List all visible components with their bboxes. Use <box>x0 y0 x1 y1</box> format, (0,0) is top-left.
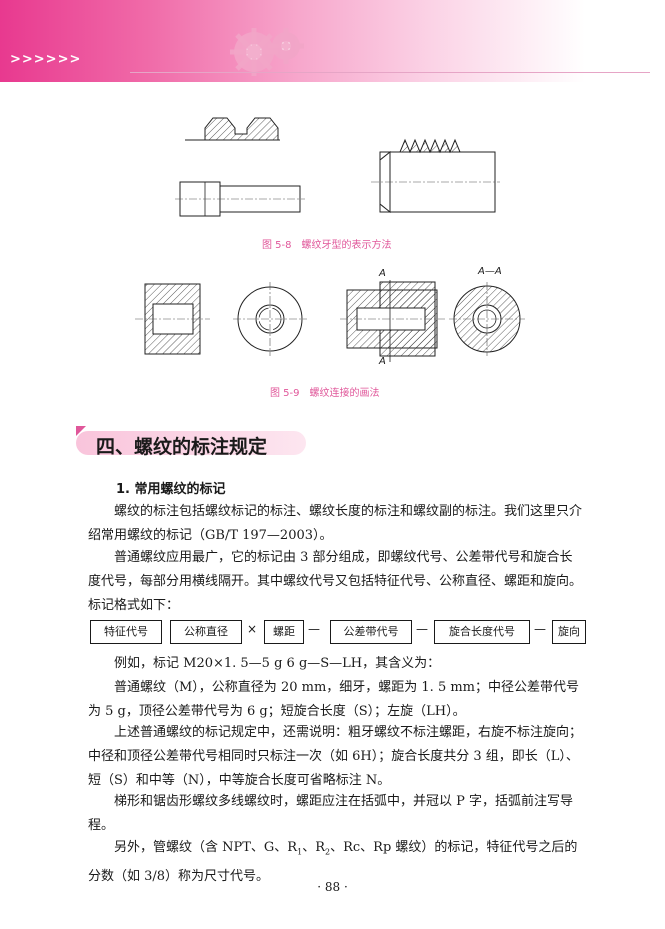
section-label-a-a: A—A <box>478 266 502 277</box>
paragraph-7-sub-2: 2 <box>325 847 331 857</box>
paragraph-7-text-c: 、Rc、Rp 螺纹）的标记，特征代号之后的分数（如 3/8）称为尺寸代号。 <box>88 840 578 884</box>
format-times: × <box>247 622 258 636</box>
format-dash-1: — <box>308 622 320 636</box>
format-box-tolerance: 公差带代号 <box>330 620 412 644</box>
gears-icon <box>230 28 304 76</box>
figure-5-8-caption: 图 5-8 螺纹牙型的表示方法 <box>262 240 392 251</box>
header-band <box>0 0 665 82</box>
format-dash-2: — <box>416 622 428 636</box>
paragraph-1: 螺纹的标注包括螺纹标记的标注、螺纹长度的标注和螺纹副的标注。我们这里只介绍常用螺… <box>88 500 584 548</box>
format-box-nominal-diameter: 公称直径 <box>170 620 242 644</box>
paragraph-7-sub-1: 1 <box>297 847 303 857</box>
section-heading-band <box>76 431 306 455</box>
section-title: 四、螺纹的标注规定 <box>96 436 268 458</box>
subsection-title: 1. 常用螺纹的标记 <box>116 482 226 497</box>
paragraph-4: 普通螺纹（M），公称直径为 20 mm，细牙，螺距为 1. 5 mm；中径公差带… <box>88 676 584 724</box>
paragraph-3-text: 例如，标记 M20×1. 5—5 g 6 g—S—LH，其含义为： <box>114 656 441 671</box>
header-chevrons: >>>>>> <box>10 52 82 67</box>
section-mark-left-top: A <box>379 268 386 279</box>
paragraph-7-text-a: 另外，管螺纹（含 NPT、G、R <box>114 840 298 855</box>
paragraph-5-text: 上述普通螺纹的标记规定中，还需说明：粗牙螺纹不标注螺距，右旋不标注旋向；中径和顶… <box>88 725 583 788</box>
paragraph-7: 另外，管螺纹（含 NPT、G、R1、R2、Rc、Rp 螺纹）的标记，特征代号之后… <box>88 836 584 889</box>
header-rule <box>130 72 650 73</box>
paragraph-6-text: 梯形和锯齿形螺纹多线螺纹时，螺距应注在括弧中，并冠以 P 字，括弧前注写导程。 <box>88 794 574 833</box>
format-box-direction: 旋向 <box>552 620 586 644</box>
format-box-feature-code: 特征代号 <box>90 620 162 644</box>
paragraph-7-text-b: 、R <box>302 840 325 855</box>
paragraph-6: 梯形和锯齿形螺纹多线螺纹时，螺距应注在括弧中，并冠以 P 字，括弧前注写导程。 <box>88 790 584 838</box>
format-box-pitch: 螺距 <box>264 620 304 644</box>
paragraph-5: 上述普通螺纹的标记规定中，还需说明：粗牙螺纹不标注螺距，右旋不标注旋向；中径和顶… <box>88 721 584 793</box>
format-dash-3: — <box>534 622 546 636</box>
marking-format: 特征代号 公称直径 × 螺距 — 公差带代号 — 旋合长度代号 — 旋向 <box>90 618 586 648</box>
paragraph-2-text: 普通螺纹应用最广，它的标记由 3 部分组成，即螺纹代号、公差带代号和旋合长度代号… <box>88 550 583 613</box>
paragraph-3: 例如，标记 M20×1. 5—5 g 6 g—S—LH，其含义为： <box>88 652 584 676</box>
figure-5-9-thread-connection <box>135 280 525 362</box>
paragraph-2: 普通螺纹应用最广，它的标记由 3 部分组成，即螺纹代号、公差带代号和旋合长度代号… <box>88 546 584 618</box>
paragraph-1-text: 螺纹的标注包括螺纹标记的标注、螺纹长度的标注和螺纹副的标注。我们这里只介绍常用螺… <box>88 504 583 543</box>
section-heading-corner <box>76 426 86 436</box>
paragraph-4-text: 普通螺纹（M），公称直径为 20 mm，细牙，螺距为 1. 5 mm；中径公差带… <box>88 680 579 719</box>
figure-5-8-thread-profile <box>175 117 500 217</box>
page-number: · 88 · <box>317 880 348 894</box>
section-mark-left-bottom: A <box>379 356 386 367</box>
section-heading: 四、螺纹的标注规定 <box>76 426 306 460</box>
format-box-engagement-length: 旋合长度代号 <box>434 620 530 644</box>
figure-5-9-caption: 图 5-9 螺纹连接的画法 <box>270 388 380 399</box>
